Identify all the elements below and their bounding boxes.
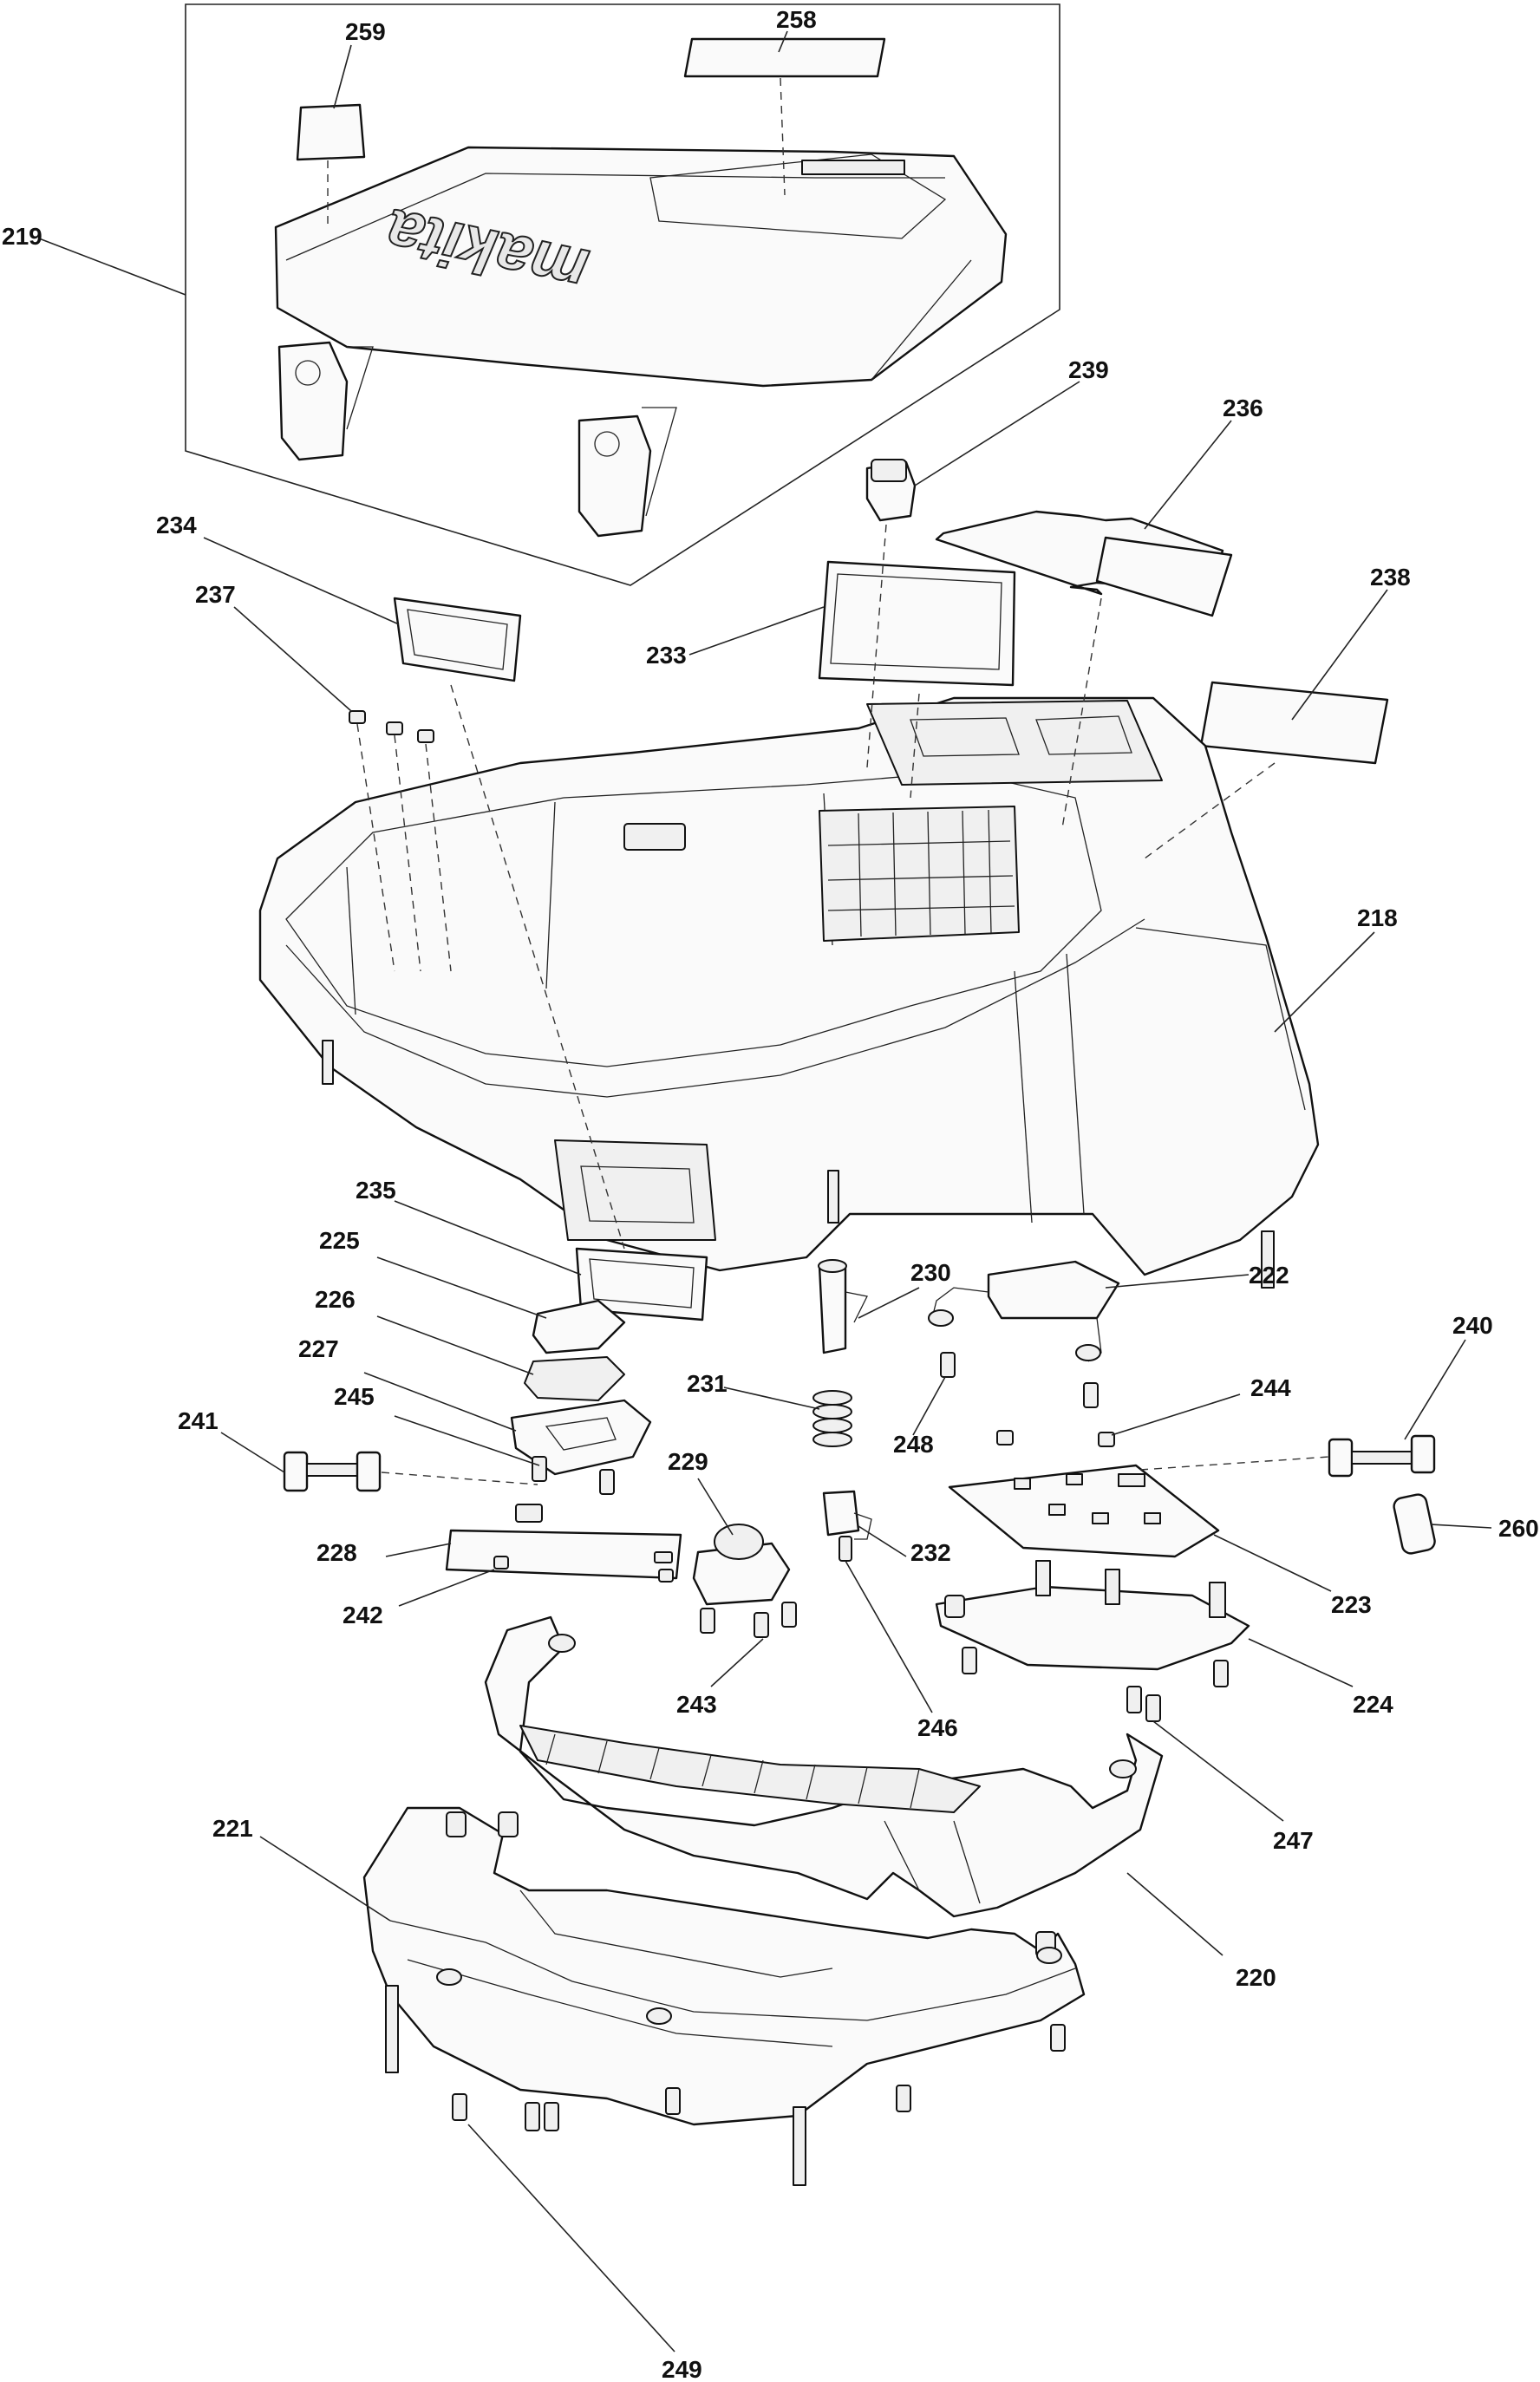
label-218: 218	[1357, 904, 1398, 931]
actuator-232	[822, 1490, 872, 1540]
label-221: 221	[212, 1815, 253, 1842]
spring-231	[812, 1390, 852, 1447]
label-225: 225	[319, 1227, 360, 1254]
seal-226	[524, 1356, 625, 1401]
label-plate-259	[296, 103, 366, 161]
bushing-260	[1393, 1493, 1436, 1555]
label-236: 236	[1223, 395, 1263, 421]
label-241: 241	[178, 1407, 219, 1434]
label-248: 248	[893, 1431, 934, 1458]
label-227: 227	[298, 1335, 339, 1362]
label-plate-258	[683, 37, 886, 78]
bumper-grille	[519, 1725, 981, 1813]
gasket-sheet-236-lower	[1095, 536, 1233, 617]
screws	[493, 1352, 1229, 1722]
shaft-230	[818, 1259, 868, 1354]
main-housing-218	[258, 696, 1320, 1289]
label-242: 242	[343, 1602, 383, 1628]
pcb-holder-224	[935, 1560, 1250, 1671]
label-224: 224	[1353, 1691, 1393, 1718]
label-231: 231	[687, 1370, 728, 1397]
label-244: 244	[1250, 1374, 1291, 1401]
label-243: 243	[676, 1691, 717, 1718]
pcb-228	[445, 1504, 682, 1580]
label-plate-238	[1199, 681, 1389, 765]
label-249: 249	[662, 2356, 702, 2382]
label-232: 232	[910, 1539, 951, 1566]
top-cover	[274, 146, 1008, 388]
label-260: 260	[1498, 1515, 1539, 1542]
bracket-222	[928, 1260, 1120, 1362]
label-222: 222	[1249, 1262, 1289, 1289]
cover-hinge-right	[578, 414, 652, 538]
seal-234	[393, 597, 522, 682]
label-238: 238	[1370, 564, 1411, 591]
cover-group-frame	[185, 3, 1060, 586]
label-226: 226	[315, 1286, 356, 1313]
switch-229	[692, 1524, 791, 1606]
connector-240	[1328, 1434, 1436, 1478]
connector-241	[283, 1451, 382, 1492]
pcb-223	[948, 1464, 1220, 1558]
seal-233	[818, 560, 1016, 687]
label-246: 246	[917, 1714, 958, 1741]
leader-lines	[38, 30, 1492, 2353]
housing-vent-grille	[819, 806, 1020, 942]
bezel-227	[510, 1399, 652, 1476]
label-258: 258	[776, 6, 817, 33]
label-259: 259	[345, 18, 386, 45]
label-234: 234	[156, 512, 197, 538]
bumper-220	[484, 1615, 1164, 1918]
label-220: 220	[1236, 1964, 1276, 1991]
cap-225	[532, 1299, 626, 1354]
label-223: 223	[1331, 1591, 1372, 1618]
housing-slot	[623, 823, 686, 851]
base-221	[362, 1806, 1086, 2186]
cover-hinge-left	[277, 341, 349, 461]
housing-lower-window	[554, 1139, 716, 1241]
label-245: 245	[334, 1383, 375, 1410]
label-240: 240	[1452, 1312, 1493, 1339]
assembly-dashed-lines	[356, 524, 1330, 1485]
label-247: 247	[1273, 1827, 1314, 1854]
button-cap-239	[865, 459, 917, 522]
part-labels: 219 258 259 239 236 238 234 237 233 218 …	[2, 6, 1539, 2382]
label-233: 233	[646, 642, 687, 669]
label-219: 219	[2, 223, 42, 250]
label-229: 229	[668, 1448, 708, 1475]
label-228: 228	[316, 1539, 357, 1566]
cover-assembly-219: makita	[185, 3, 1060, 586]
label-235: 235	[356, 1177, 396, 1204]
label-239: 239	[1068, 356, 1109, 383]
label-230: 230	[910, 1259, 951, 1286]
cover-vent-grille	[801, 160, 905, 175]
label-237: 237	[195, 581, 236, 608]
screws-237	[349, 710, 434, 743]
